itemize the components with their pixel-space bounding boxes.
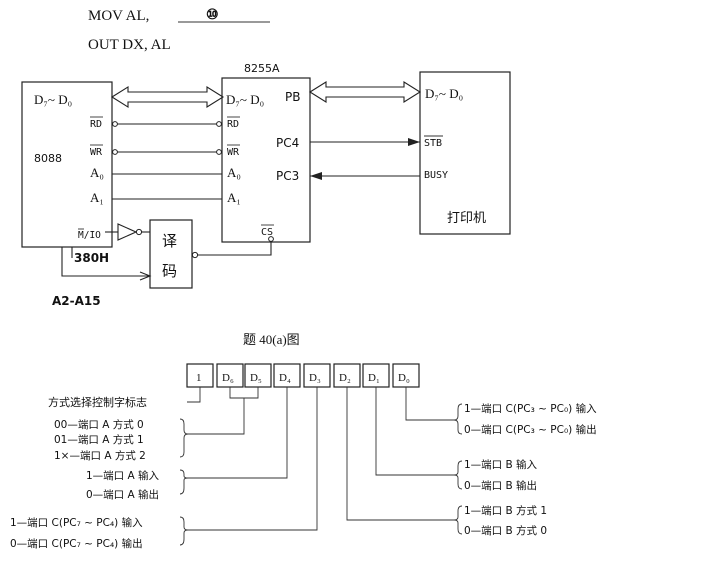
portb-dir-brace bbox=[453, 460, 463, 490]
ppi-rd-label: RD bbox=[227, 119, 239, 130]
blank-marker: ⑩ bbox=[206, 8, 219, 23]
figure-caption: 题 40(a)图 bbox=[243, 332, 300, 347]
ppi-pc4-label: PC4 bbox=[276, 136, 299, 150]
portc-upper-in-label: 1—端口 C(PC₇ ~ PC₄) 输入 bbox=[10, 516, 143, 529]
rd-signal-wire bbox=[112, 121, 222, 127]
bit65-join bbox=[229, 387, 259, 399]
cw-bit-2-label: D₂ bbox=[339, 372, 351, 384]
decoder-label-1: 译 bbox=[162, 232, 177, 250]
portc-lower-brace bbox=[453, 403, 463, 435]
ppi-printer-data-bus-arrow bbox=[308, 81, 422, 103]
cw-bit-3-label: D₃ bbox=[309, 372, 321, 384]
code-line-2: OUT DX, AL bbox=[88, 37, 171, 53]
bit7-leader bbox=[187, 387, 201, 403]
bit3-leader bbox=[187, 387, 318, 531]
portb-mode0-label: 0—端口 B 方式 0 bbox=[464, 524, 547, 537]
ppi-pb-label: PB bbox=[285, 90, 300, 104]
address-bus-label: A2-A15 bbox=[52, 294, 101, 308]
cw-bit-4-label: D₄ bbox=[279, 372, 291, 384]
printer-busy-label: BUSY bbox=[424, 170, 448, 181]
bit65-leader bbox=[187, 398, 245, 435]
porta-out-label: 0—端口 A 输出 bbox=[86, 488, 159, 501]
address-380h-label: 380H bbox=[74, 251, 109, 265]
cpu-8088-box bbox=[21, 81, 113, 248]
bit4-leader bbox=[187, 387, 288, 479]
wr-signal-wire bbox=[112, 149, 222, 155]
porta-dir-brace bbox=[179, 469, 189, 495]
ppi-data-bus-label: D₇~ D₀ bbox=[226, 92, 264, 107]
cpu-wr-label: WR bbox=[90, 147, 103, 158]
cw-bit-0-label: D₀ bbox=[398, 372, 410, 384]
cw-bit-6-label: D₆ bbox=[222, 372, 234, 384]
porta-mode0-label: 00—端口 A 方式 0 bbox=[54, 418, 144, 431]
ppi-pc3-label: PC3 bbox=[276, 169, 299, 183]
decoder-to-cs-wire bbox=[191, 236, 274, 259]
ppi-name: 8255A bbox=[244, 62, 280, 75]
cw-bit-7-label: 1 bbox=[196, 372, 202, 384]
cpu-name: 8088 bbox=[34, 152, 62, 165]
cpu-data-bus-label: D₇~ D₀ bbox=[34, 92, 72, 107]
portc-upper-out-label: 0—端口 C(PC₇ ~ PC₄) 输出 bbox=[10, 537, 143, 550]
decoder-label-2: 码 bbox=[162, 262, 177, 280]
cpu-ppi-data-bus-arrow bbox=[110, 86, 225, 108]
portb-mode1-label: 1—端口 B 方式 1 bbox=[464, 504, 547, 517]
portb-out-label: 0—端口 B 输出 bbox=[464, 479, 537, 492]
cpu-rd-label: RD bbox=[90, 119, 102, 130]
portc-upper-brace bbox=[179, 516, 189, 546]
cw-bit-5-label: D₅ bbox=[250, 372, 262, 384]
ppi-8255a-box bbox=[221, 77, 311, 243]
portc-lower-out-label: 0—端口 C(PC₃ ~ PC₀) 输出 bbox=[464, 423, 597, 436]
control-word-register: 1 D₆ D₅ D₄ D₃ D₂ D₁ D₀ bbox=[186, 363, 420, 388]
porta-mode1-label: 01—端口 A 方式 1 bbox=[54, 433, 144, 446]
portb-in-label: 1—端口 B 输入 bbox=[464, 458, 538, 471]
ppi-a1-label: A₁ bbox=[227, 190, 241, 205]
address-to-decoder-wire bbox=[61, 247, 152, 281]
ppi-a0-label: A₀ bbox=[227, 165, 241, 180]
bit1-leader bbox=[375, 387, 456, 476]
porta-mode-brace bbox=[179, 418, 189, 458]
ppi-cs-label: CS bbox=[261, 227, 273, 238]
porta-mode2-label: 1×—端口 A 方式 2 bbox=[54, 449, 146, 462]
portb-mode-brace bbox=[453, 505, 463, 535]
code-line-1: MOV AL, bbox=[88, 8, 149, 24]
cpu-a0-label: A₀ bbox=[90, 165, 104, 180]
flag-label: 方式选择控制字标志 bbox=[48, 395, 147, 409]
pc4-to-stb-wire bbox=[310, 138, 420, 146]
busy-to-pc3-wire bbox=[310, 172, 420, 180]
cpu-mio-label: M/IO bbox=[78, 230, 101, 241]
bit0-leader bbox=[405, 387, 456, 421]
printer-data-bus-label: D₇~ D₀ bbox=[425, 86, 463, 101]
portc-lower-in-label: 1—端口 C(PC₃ ~ PC₀) 输入 bbox=[464, 402, 597, 415]
printer-stb-label: STB bbox=[424, 138, 442, 149]
mio-inverter-gate bbox=[117, 223, 143, 241]
porta-in-label: 1—端口 A 输入 bbox=[86, 469, 160, 482]
bit2-leader bbox=[346, 387, 456, 521]
printer-box bbox=[419, 71, 511, 235]
ppi-wr-label: WR bbox=[227, 147, 240, 158]
cw-bit-1-label: D₁ bbox=[368, 372, 380, 384]
cpu-a1-label: A₁ bbox=[90, 190, 104, 205]
printer-name: 打印机 bbox=[447, 211, 486, 226]
decoder-box bbox=[149, 219, 193, 289]
